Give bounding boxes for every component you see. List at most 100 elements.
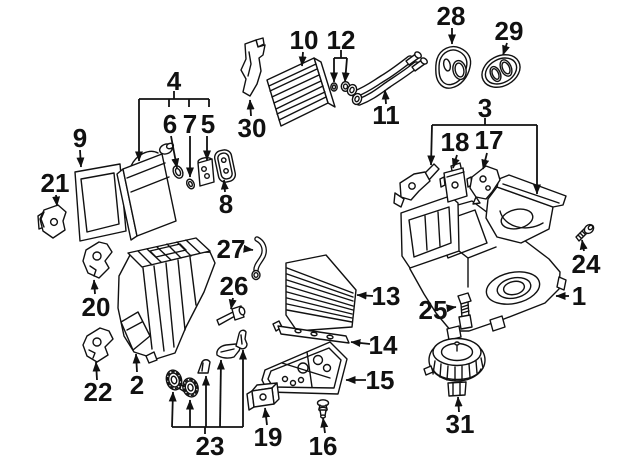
callout-25[interactable]: 25 bbox=[419, 295, 457, 325]
part-mount-bracket-21 bbox=[37, 204, 67, 239]
callout-20[interactable]: 20 bbox=[82, 279, 111, 322]
part-number-label[interactable]: 11 bbox=[372, 100, 400, 130]
part-number-label[interactable]: 15 bbox=[366, 365, 395, 395]
part-number-label[interactable]: 1 bbox=[572, 281, 586, 311]
leader-arrow bbox=[92, 361, 101, 381]
leader-arrow bbox=[481, 152, 490, 170]
callout-29[interactable]: 29 bbox=[495, 16, 524, 56]
callout-28[interactable]: 28 bbox=[437, 1, 466, 45]
callout-7[interactable]: 7 bbox=[183, 109, 197, 178]
part-number-label[interactable]: 18 bbox=[441, 127, 470, 157]
part-number-label[interactable]: 29 bbox=[495, 16, 524, 46]
part-number-label[interactable]: 28 bbox=[437, 1, 466, 31]
part-number-label[interactable]: 20 bbox=[82, 292, 111, 322]
part-blower-housing bbox=[400, 195, 567, 341]
part-number-label[interactable]: 30 bbox=[238, 113, 267, 143]
callout-27[interactable]: 27 bbox=[217, 234, 254, 264]
part-number-label[interactable]: 17 bbox=[475, 125, 504, 155]
part-servo-motor-18 bbox=[439, 162, 473, 203]
part-number-label[interactable]: 26 bbox=[220, 271, 249, 301]
leader-arrow bbox=[579, 239, 588, 252]
part-number-label[interactable]: 13 bbox=[372, 281, 401, 311]
callout-15[interactable]: 15 bbox=[345, 365, 395, 395]
part-bracket-17 bbox=[469, 165, 501, 205]
leader-arrow bbox=[381, 89, 390, 105]
part-finned-core bbox=[266, 57, 336, 127]
part-sensor-25 bbox=[457, 292, 473, 330]
part-valve-cover bbox=[213, 149, 237, 183]
callout-14[interactable]: 14 bbox=[350, 330, 398, 360]
callout-2[interactable]: 2 bbox=[130, 353, 144, 400]
callout-3[interactable]: 3 bbox=[427, 93, 541, 195]
part-bracket-19 bbox=[246, 382, 280, 411]
callout-10[interactable]: 10 bbox=[290, 25, 319, 67]
part-number-label[interactable]: 19 bbox=[254, 422, 283, 452]
callout-18[interactable]: 18 bbox=[441, 127, 470, 169]
callout-24[interactable]: 24 bbox=[572, 239, 601, 279]
leader-arrow bbox=[220, 179, 229, 193]
part-number-label[interactable]: 16 bbox=[309, 431, 338, 461]
callout-30[interactable]: 30 bbox=[238, 99, 267, 143]
callout-21[interactable]: 21 bbox=[41, 168, 70, 207]
callout-26[interactable]: 26 bbox=[220, 271, 249, 310]
part-mount-bracket-22 bbox=[82, 327, 114, 363]
part-number-label[interactable]: 31 bbox=[446, 409, 475, 439]
part-number-label[interactable]: 3 bbox=[478, 93, 492, 123]
part-oring-6 bbox=[172, 165, 184, 179]
leader-arrow bbox=[243, 244, 254, 253]
leader-arrow bbox=[320, 417, 329, 434]
leader-arrow bbox=[52, 194, 61, 207]
part-screw-24 bbox=[575, 223, 595, 242]
leader-arrow bbox=[132, 353, 141, 373]
part-seal-plate-28 bbox=[435, 45, 472, 89]
part-clip-lever-26 bbox=[216, 305, 246, 326]
part-wedge-clip bbox=[197, 359, 211, 374]
part-number-label[interactable]: 22 bbox=[84, 377, 113, 407]
part-number-label[interactable]: 6 bbox=[163, 109, 177, 139]
callout-17[interactable]: 17 bbox=[475, 125, 504, 170]
part-number-label[interactable]: 7 bbox=[183, 109, 197, 139]
leader-arrow bbox=[90, 279, 99, 295]
callout-13[interactable]: 13 bbox=[356, 281, 401, 311]
part-number-label[interactable]: 5 bbox=[201, 109, 215, 139]
callout-23[interactable]: 23 bbox=[168, 349, 247, 461]
callout-1[interactable]: 1 bbox=[555, 281, 586, 311]
callout-4[interactable]: 4 bbox=[135, 66, 210, 162]
leader-arrow bbox=[228, 297, 237, 310]
callout-31[interactable]: 31 bbox=[446, 396, 475, 439]
callout-16[interactable]: 16 bbox=[309, 417, 338, 461]
part-blower-motor bbox=[423, 337, 486, 397]
part-number-label[interactable]: 27 bbox=[217, 234, 246, 264]
callout-11[interactable]: 11 bbox=[372, 89, 400, 130]
part-number-label[interactable]: 2 bbox=[130, 370, 144, 400]
part-number-label[interactable]: 4 bbox=[167, 66, 182, 96]
callout-9[interactable]: 9 bbox=[73, 123, 87, 168]
part-number-label[interactable]: 21 bbox=[41, 168, 70, 198]
leader-arrow bbox=[454, 396, 463, 413]
part-number-label[interactable]: 23 bbox=[196, 431, 225, 461]
part-link-rod-27 bbox=[251, 236, 267, 281]
part-number-label[interactable]: 10 bbox=[290, 25, 319, 55]
leader-arrow bbox=[356, 291, 374, 300]
part-number-label[interactable]: 12 bbox=[327, 25, 356, 55]
callout-5[interactable]: 5 bbox=[201, 109, 215, 161]
callout-19[interactable]: 19 bbox=[254, 407, 283, 452]
callout-22[interactable]: 22 bbox=[84, 361, 113, 407]
part-bent-clip bbox=[235, 329, 248, 350]
leader-arrow bbox=[216, 359, 225, 428]
leader-arrow bbox=[262, 407, 271, 426]
part-fin-panel-13 bbox=[285, 254, 357, 332]
part-filter-frame bbox=[74, 163, 127, 242]
callout-8[interactable]: 8 bbox=[219, 179, 233, 219]
part-number-label[interactable]: 24 bbox=[572, 249, 601, 279]
part-number-label[interactable]: 14 bbox=[369, 330, 398, 360]
callout-6[interactable]: 6 bbox=[163, 109, 180, 169]
part-number-label[interactable]: 9 bbox=[73, 123, 87, 153]
callout-12[interactable]: 12 bbox=[327, 25, 356, 83]
part-number-label[interactable]: 8 bbox=[219, 189, 233, 219]
part-mount-bracket-20 bbox=[82, 241, 113, 279]
part-heater-pipes bbox=[346, 51, 428, 106]
leader-arrow bbox=[502, 42, 510, 56]
part-number-label[interactable]: 25 bbox=[419, 295, 448, 325]
